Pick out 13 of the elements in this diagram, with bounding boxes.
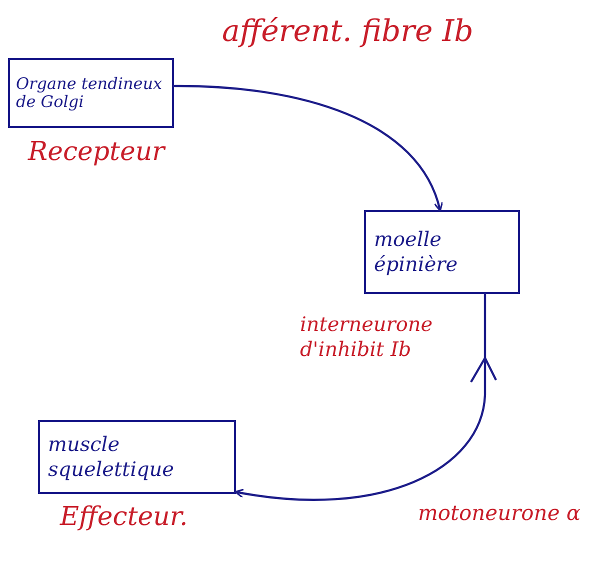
role-label: Recepteur (28, 137, 165, 167)
pathway-label: interneurone d'inhibit Ib (300, 312, 434, 362)
node-text: muscle squelettique (48, 432, 176, 482)
node-text: Organe tendineux de Golgi (16, 74, 164, 112)
arrow (234, 294, 486, 501)
edge-label: afférent. fibre Ib (222, 14, 474, 49)
pathway-label: motoneurone α (418, 500, 582, 526)
process-box (38, 420, 236, 494)
process-box (8, 58, 174, 128)
node-text: moelle épinière (374, 227, 459, 277)
process-box (364, 210, 520, 294)
arrow (174, 84, 442, 212)
role-label: Effecteur. (60, 502, 188, 532)
